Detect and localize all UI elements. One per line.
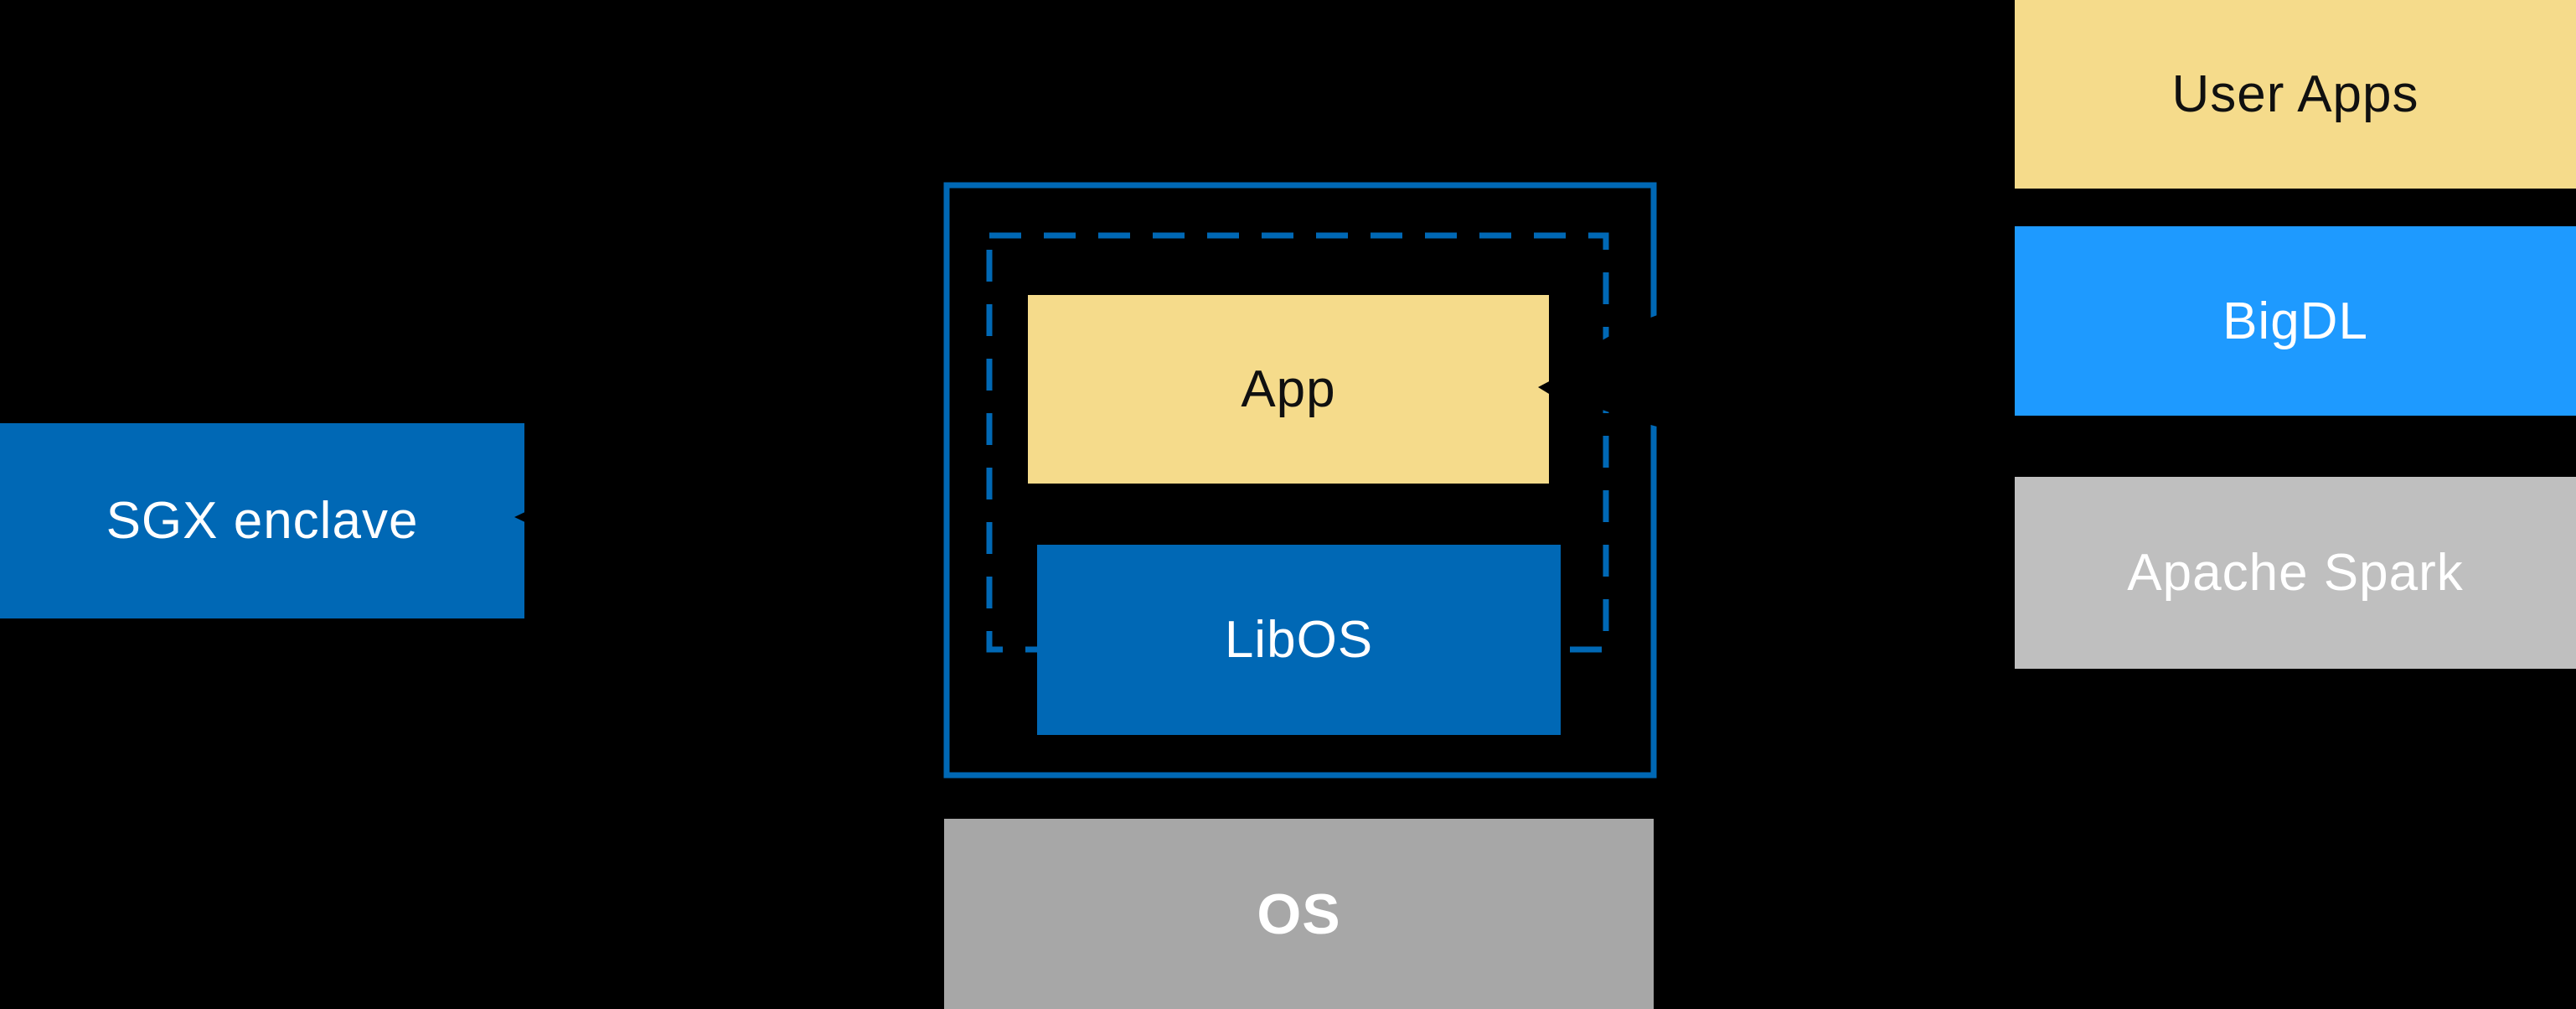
bigdl-box: BigDL (2015, 226, 2576, 416)
os-label: OS (1257, 882, 1341, 946)
libos-box: LibOS (1037, 545, 1561, 735)
sgx-enclave-label: SGX enclave (106, 492, 419, 550)
user-apps-label: User Apps (2171, 65, 2419, 123)
libos-label: LibOS (1224, 611, 1374, 669)
os-box: OS (944, 819, 1654, 1009)
user-apps-box: User Apps (2015, 0, 2576, 189)
app-label: App (1241, 360, 1336, 418)
apache-spark-label: Apache Spark (2127, 544, 2464, 602)
enclave-solid-border (943, 182, 1657, 779)
sgx-enclave-box: SGX enclave (0, 423, 524, 618)
app-box: App (1028, 295, 1549, 484)
bigdl-label: BigDL (2222, 292, 2368, 350)
apache-spark-box: Apache Spark (2015, 477, 2576, 669)
